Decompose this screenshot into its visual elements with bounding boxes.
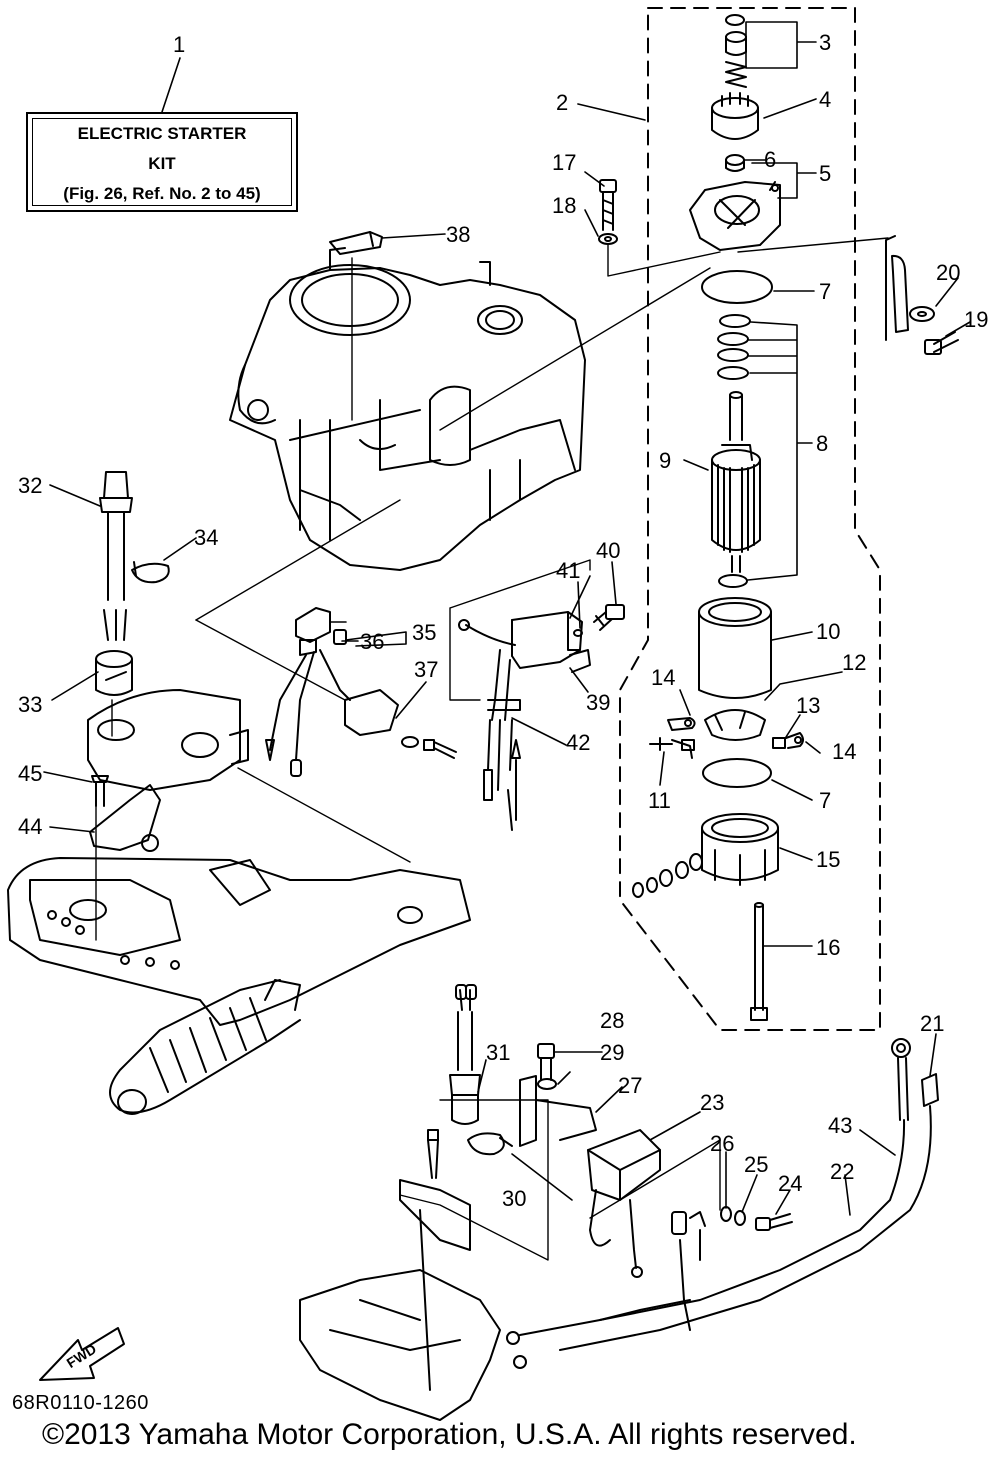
callout-9: 9 <box>659 448 671 473</box>
bolt-24 <box>720 1206 793 1231</box>
bracket-27 <box>519 1075 597 1147</box>
callout-25: 25 <box>744 1152 768 1177</box>
callout-30: 30 <box>502 1186 526 1211</box>
callout-32: 32 <box>18 473 42 498</box>
callout-12: 12 <box>842 650 866 675</box>
tiller-handle-assembly <box>7 857 471 1115</box>
callout-20: 20 <box>936 260 960 285</box>
fwd-label: FWD <box>64 1341 100 1371</box>
callout-2: 2 <box>556 90 568 115</box>
callout-10: 10 <box>816 619 840 644</box>
callout-39: 39 <box>586 690 610 715</box>
kit-subtitle: KIT <box>148 154 176 173</box>
leader-lines <box>43 21 971 1216</box>
starter-assembly-boundary <box>619 7 881 1031</box>
callout-35: 35 <box>412 620 436 645</box>
callout-4: 4 <box>819 87 831 112</box>
bolt-40 <box>593 604 625 631</box>
switch-32 <box>99 471 133 641</box>
callout-5: 5 <box>819 161 831 186</box>
kit-reference: (Fig. 26, Ref. No. 2 to 45) <box>63 184 261 203</box>
callout-labels: 1 2 3 4 5 6 7 7 8 9 10 11 12 13 14 14 15… <box>18 30 988 1211</box>
callout-18: 18 <box>552 193 576 218</box>
callout-14: 14 <box>832 739 856 764</box>
callout-38: 38 <box>446 222 470 247</box>
starter-parts <box>632 14 804 1021</box>
callout-13: 13 <box>796 693 820 718</box>
grommet-33 <box>95 650 133 696</box>
kit-label-inner: ELECTRIC STARTER KIT (Fig. 26, Ref. No. … <box>32 118 292 206</box>
battery-cables <box>506 1038 939 1369</box>
wire-harness-35 <box>265 607 457 777</box>
cable-clip-38 <box>329 231 383 255</box>
callout-14: 14 <box>651 665 675 690</box>
callout-43: 43 <box>828 1113 852 1138</box>
callout-45: 45 <box>18 761 42 786</box>
callout-3: 3 <box>819 30 831 55</box>
callout-27: 27 <box>618 1073 642 1098</box>
callout-24: 24 <box>778 1171 802 1196</box>
callout-6: 6 <box>764 147 776 172</box>
callout-23: 23 <box>700 1090 724 1115</box>
rectifier-23 <box>587 1129 661 1278</box>
kit-title: ELECTRIC STARTER <box>77 124 247 143</box>
neutral-switch-31 <box>449 984 481 1125</box>
bottom-cowling <box>299 1129 501 1421</box>
clip-30 <box>467 1132 513 1156</box>
callout-8: 8 <box>816 431 828 456</box>
callout-16: 16 <box>816 935 840 960</box>
callout-44: 44 <box>18 814 42 839</box>
callout-31: 31 <box>486 1040 510 1065</box>
callout-33: 33 <box>18 692 42 717</box>
callout-22: 22 <box>830 1159 854 1184</box>
callout-40: 40 <box>596 538 620 563</box>
document-code: 68R0110-1260 <box>12 1392 149 1414</box>
callout-21: 21 <box>920 1011 944 1036</box>
clamp-34 <box>131 561 170 584</box>
starter-relay-39 <box>458 611 591 831</box>
callout-7: 7 <box>819 788 831 813</box>
callout-1: 1 <box>173 32 185 57</box>
copyright-notice: ©2013 Yamaha Motor Corporation, U.S.A. A… <box>42 1418 857 1451</box>
callout-26: 26 <box>710 1131 734 1156</box>
bolt-19-and-cable-end <box>885 235 959 355</box>
callout-29: 29 <box>600 1040 624 1065</box>
assembly-lines <box>95 237 889 1261</box>
callout-42: 42 <box>566 730 590 755</box>
callout-41: 41 <box>556 558 580 583</box>
callout-36: 36 <box>360 629 384 654</box>
callout-17: 17 <box>552 150 576 175</box>
engine-block <box>229 247 586 571</box>
callout-37: 37 <box>414 657 438 682</box>
bolt-45-plate-44 <box>89 775 161 852</box>
bolt-28 <box>537 1043 557 1090</box>
callout-28: 28 <box>600 1008 624 1033</box>
callout-7: 7 <box>819 279 831 304</box>
callout-11: 11 <box>648 788 671 813</box>
callout-15: 15 <box>816 847 840 872</box>
kit-label-box: ELECTRIC STARTER KIT (Fig. 26, Ref. No. … <box>26 112 298 212</box>
bracket-housing <box>87 689 249 791</box>
callout-19: 19 <box>964 307 988 332</box>
callout-34: 34 <box>194 525 218 550</box>
fwd-arrow: FWD <box>39 1327 125 1381</box>
bolt-17 <box>598 179 618 245</box>
